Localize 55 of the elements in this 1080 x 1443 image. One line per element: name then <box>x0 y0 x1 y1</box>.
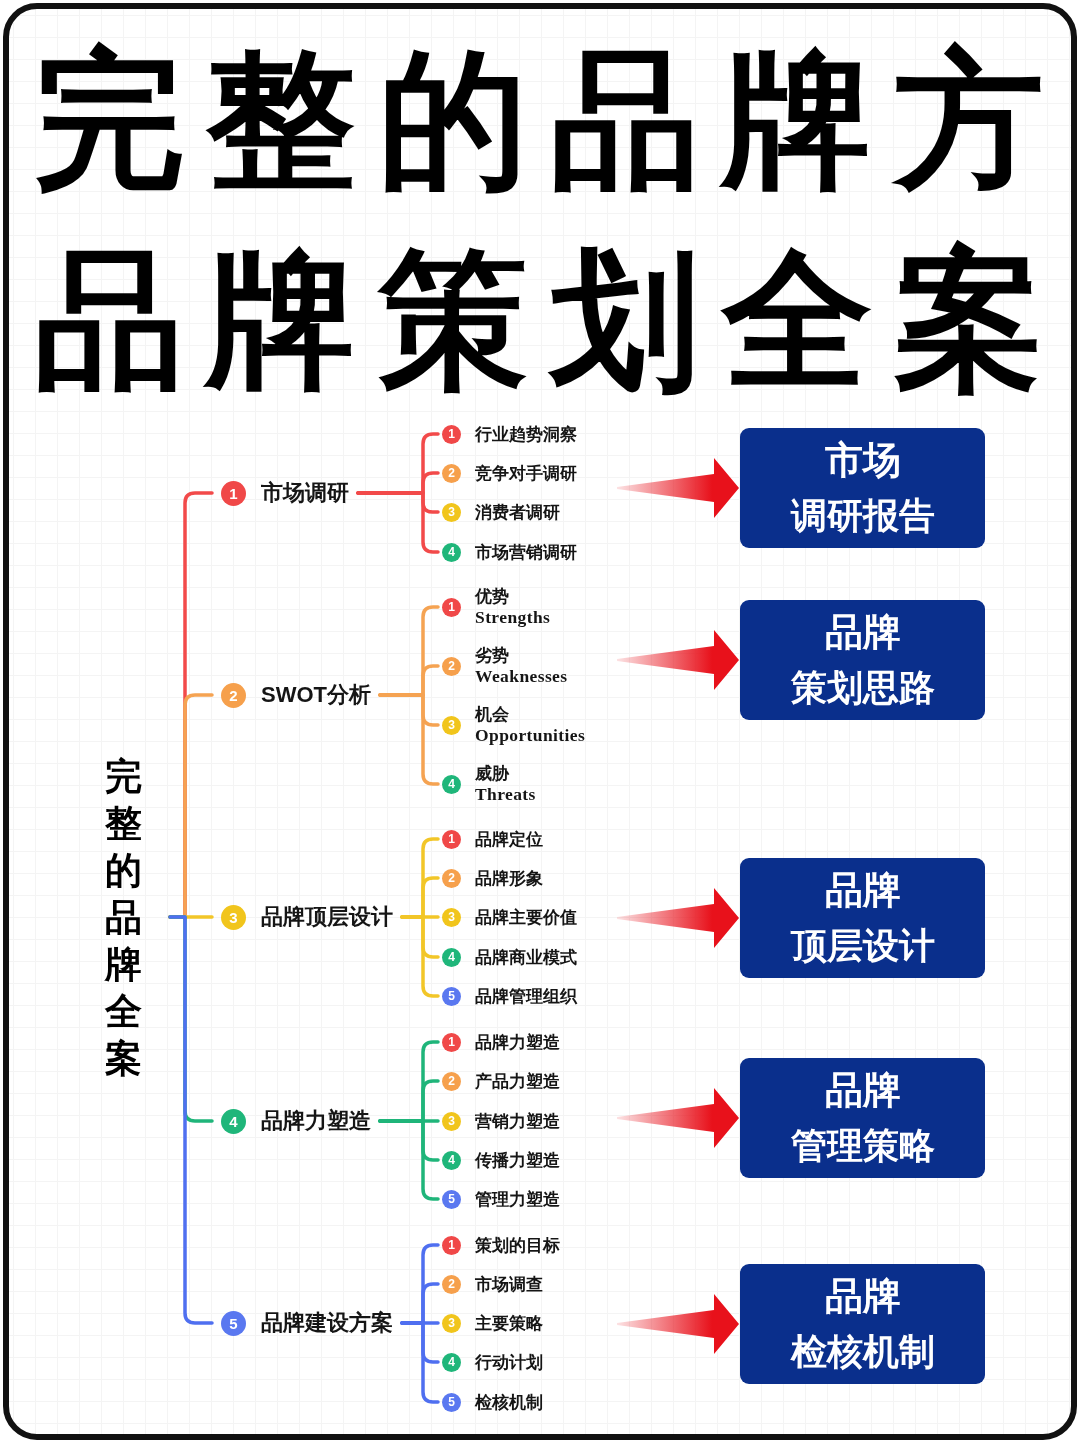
arrow <box>617 888 739 948</box>
topic-label: 品牌主要价值 <box>475 906 577 928</box>
topic-label: 行动计划 <box>475 1351 543 1373</box>
topic-label: 传播力塑造 <box>475 1149 560 1171</box>
connector-line <box>168 915 214 1325</box>
branch-label: 品牌建设方案 <box>261 1309 393 1337</box>
topic-label: 优势 <box>475 586 510 607</box>
card-heading: 市场 <box>824 438 901 483</box>
topic-label: 市场营销调研 <box>475 541 577 563</box>
card-heading: 品牌 <box>824 610 901 655</box>
topic-label: 市场调查 <box>475 1273 543 1295</box>
topic-label: 营销力塑造 <box>475 1110 560 1132</box>
card-text: 检核机制 <box>790 1330 935 1374</box>
topic-label: 品牌力塑造 <box>475 1031 560 1053</box>
card-text: 管理策略 <box>790 1124 935 1168</box>
card-heading: 品牌 <box>824 1274 901 1319</box>
branch-label: 品牌力塑造 <box>261 1107 371 1135</box>
arrow <box>617 458 739 518</box>
root-topic: 完整的品牌全案 <box>105 754 142 1081</box>
card-heading: 品牌 <box>824 868 901 913</box>
topic-label: 主要策略 <box>475 1312 543 1334</box>
card-text: 策划思路 <box>790 666 935 710</box>
result-card <box>740 428 985 548</box>
english-label: Opportunities <box>475 725 586 746</box>
card-text: 调研报告 <box>790 494 935 538</box>
topic-label: 品牌商业模式 <box>475 946 577 968</box>
topic-label: 品牌定位 <box>475 828 543 850</box>
topic-label: 产品力塑造 <box>475 1070 560 1092</box>
card-text: 顶层设计 <box>790 924 935 968</box>
branch-label: 市场调研 <box>261 479 349 507</box>
branch-label: SWOT分析 <box>261 681 371 709</box>
topic-label: 机会 <box>475 704 510 725</box>
arrow <box>617 630 739 690</box>
arrow <box>617 1294 739 1354</box>
english-label: Strengths <box>475 607 551 628</box>
english-label: Weaknesses <box>475 666 568 687</box>
result-card <box>740 600 985 720</box>
topic-label: 管理力塑造 <box>475 1188 560 1210</box>
topic-label: 威胁 <box>475 763 510 784</box>
title: 完整的品牌方品牌策划全案 <box>34 32 1067 409</box>
topic-label: 检核机制 <box>475 1391 543 1413</box>
topic-label: 劣势 <box>475 645 510 666</box>
topic-label: 行业趋势洞察 <box>475 423 577 445</box>
topic-label: 消费者调研 <box>475 501 560 523</box>
topic-label: 品牌管理组织 <box>475 985 577 1007</box>
english-label: Threats <box>475 784 536 805</box>
card-heading: 品牌 <box>824 1068 901 1113</box>
topic-label: 策划的目标 <box>475 1234 560 1256</box>
topic-label: 品牌形象 <box>475 867 543 889</box>
result-card <box>740 1058 985 1178</box>
result-card <box>740 1264 985 1384</box>
topic-label: 竞争对手调研 <box>475 462 577 484</box>
branch-label: 品牌顶层设计 <box>261 903 393 931</box>
result-card <box>740 858 985 978</box>
arrow <box>617 1088 739 1148</box>
